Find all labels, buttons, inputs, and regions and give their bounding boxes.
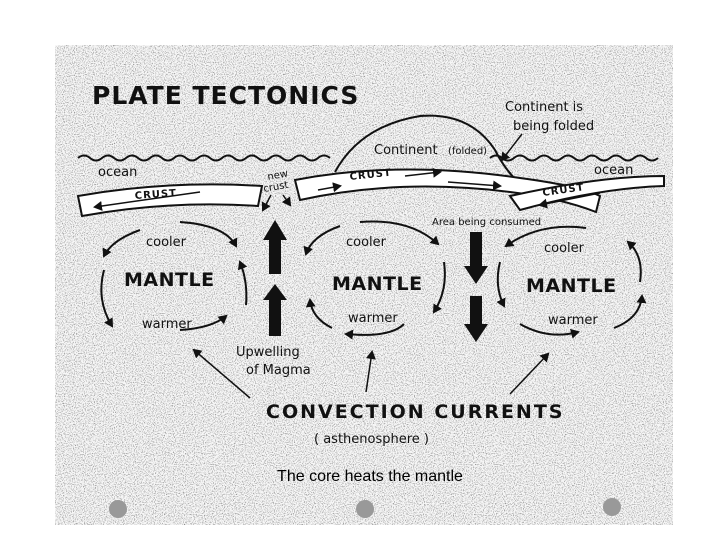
cell-left-arrow-top-left [102, 229, 141, 258]
crust-arrow-left [93, 191, 201, 211]
convection-cell-left: cooler MANTLE warmer [100, 221, 248, 332]
cell-right-arrow-right-up [626, 240, 642, 283]
paper-texture [55, 45, 673, 525]
subduction-arrow-bottom [464, 296, 488, 342]
cell-left-arrow-top [179, 221, 238, 248]
cell-middle-arrow-bottom [344, 323, 405, 340]
new-crust-arrow-left [261, 194, 272, 212]
new-crust-label-line2: crust [263, 180, 290, 195]
crust-label-left: CRUST [134, 188, 177, 202]
cell-right-mantle: MANTLE [526, 275, 617, 297]
ocean-label-left: ocean [98, 165, 137, 180]
pin-right [603, 498, 621, 516]
cell-middle-mantle: MANTLE [332, 273, 423, 295]
crust-arrow-middle-a [317, 182, 342, 193]
upwelling-arrow-bottom [263, 284, 287, 336]
cell-left-cooler: cooler [146, 235, 187, 250]
cell-middle-cooler: cooler [346, 235, 387, 250]
cell-middle-arrow-left [305, 298, 333, 329]
crust-plate-left [76, 183, 264, 218]
cell-left-mantle: MANTLE [124, 269, 215, 291]
upwelling-label-line1: Upwelling [236, 345, 300, 360]
crust-label-middle: CRUST [349, 168, 392, 183]
cell-right-arrow-left [496, 261, 506, 308]
cell-right-arrow-right-low [613, 294, 647, 329]
crust-arrow-middle-c [447, 180, 502, 191]
upwelling-label-line2: of Magma [246, 363, 311, 378]
cell-left-arrow-right [237, 260, 248, 306]
crust-plate-middle [293, 168, 602, 214]
continent-folded-label: (folded) [448, 146, 487, 157]
folded-note-line1: Continent is [505, 100, 583, 115]
crust-plate-right [508, 174, 665, 212]
convection-pointer-middle [365, 350, 376, 393]
cell-middle-arrow-top [359, 220, 440, 246]
convection-cell-middle: cooler MANTLE warmer [303, 220, 446, 340]
cell-left-arrow-left [100, 269, 114, 328]
folded-note-arrow [500, 133, 523, 162]
pin-center [356, 500, 374, 518]
cell-right-arrow-bottom [519, 323, 580, 339]
cell-middle-arrow-top-left [303, 225, 341, 256]
area-consumed-label: Area being consumed [432, 217, 541, 228]
folded-note-line2: being folded [513, 119, 594, 134]
cell-left-warmer: warmer [142, 317, 192, 332]
ocean-waves-left [77, 154, 331, 162]
ocean-label-right: ocean [594, 163, 633, 178]
pin-left [109, 500, 127, 518]
cell-middle-warmer: warmer [348, 311, 398, 326]
continent-outline [334, 114, 521, 185]
cell-right-warmer: warmer [548, 313, 598, 328]
continent-label: Continent [374, 143, 438, 158]
subduction-arrow-top [464, 232, 488, 284]
ocean-waves-right [489, 154, 659, 162]
asthenosphere-label: ( asthenosphere ) [314, 432, 429, 447]
cell-middle-arrow-right [432, 261, 446, 314]
convection-pointer-right [509, 352, 550, 395]
new-crust-arrow-right [281, 194, 292, 207]
convection-cell-right: cooler MANTLE warmer [496, 225, 647, 339]
crust-arrow-middle-b [404, 167, 442, 178]
convection-currents-label: CONVECTION CURRENTS [266, 401, 564, 423]
diagram-title: PLATE TECTONICS [92, 81, 359, 110]
crust-arrow-right [538, 192, 601, 209]
new-crust-label-line1: new [267, 169, 289, 183]
caption: The core heats the mantle [277, 468, 463, 485]
cell-left-arrow-bottom [179, 314, 228, 331]
cell-right-arrow-top [504, 225, 587, 248]
convection-pointer-left [192, 348, 251, 399]
cell-right-cooler: cooler [544, 241, 585, 256]
upwelling-arrow-top [263, 220, 287, 274]
